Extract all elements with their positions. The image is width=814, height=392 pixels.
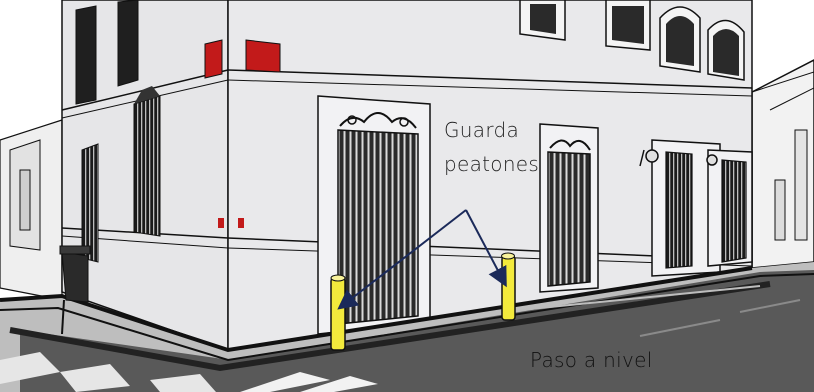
bollard-left <box>330 277 346 351</box>
arrow-to-left-bollard <box>337 209 467 310</box>
far-buildings <box>751 59 814 269</box>
bollard-right <box>501 255 516 321</box>
red-wall-signs <box>204 39 281 228</box>
bollard-label-line2: peatones <box>444 152 540 176</box>
trash-bin <box>59 245 91 335</box>
annotation-arrows <box>337 209 507 310</box>
upper-windows <box>519 0 745 81</box>
arrow-to-right-bollard <box>465 209 507 288</box>
level-crossing-label: Paso a nivel <box>530 348 653 372</box>
street <box>0 262 814 392</box>
building-left-facade <box>61 0 229 352</box>
window-grilles <box>337 112 747 325</box>
bollard-label-line1: Guarda <box>444 118 520 142</box>
left-buildings <box>0 119 63 301</box>
